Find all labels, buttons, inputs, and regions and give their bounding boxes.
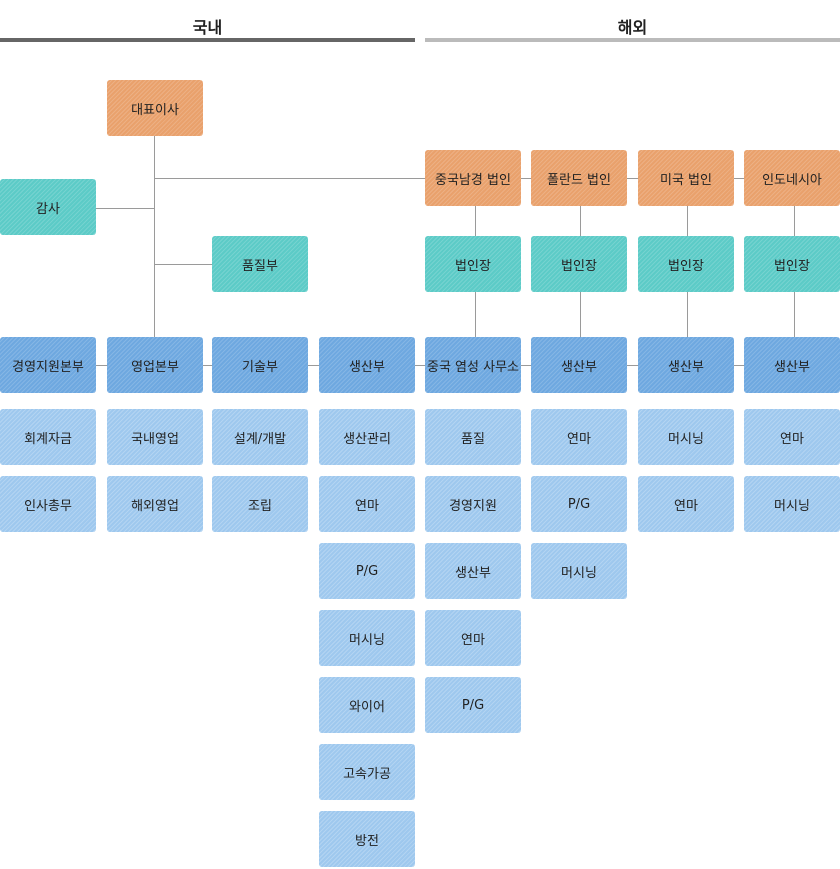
team-box: 연마 [638,476,734,532]
team-box: P/G [425,677,521,733]
team-box: 설계/개발 [212,409,308,465]
team-box: 방전 [319,811,415,867]
team-box: 연마 [319,476,415,532]
team-box: P/G [319,543,415,599]
connector-ceo-overseas [154,178,425,179]
division-box: 생산부 [531,337,627,393]
entity-head-box: 법인장 [744,236,840,292]
division-box: 생산부 [638,337,734,393]
connector-quality [154,264,212,265]
team-box: 생산관리 [319,409,415,465]
team-box: 머시닝 [319,610,415,666]
team-box: 인사총무 [0,476,96,532]
division-box: 경영지원본부 [0,337,96,393]
section-divider-domestic [0,38,415,42]
team-box: 연마 [744,409,840,465]
section-title-domestic: 국내 [192,18,223,37]
ceo-box: 대표이사 [107,80,203,136]
division-box: 생산부 [319,337,415,393]
section-title-overseas: 해외 [617,18,648,37]
connector-division-row [0,365,840,366]
team-box: 조립 [212,476,308,532]
connector-ceo-vertical [154,136,155,337]
audit-box: 감사 [0,179,96,235]
division-box: 생산부 [744,337,840,393]
connector-entity [627,178,638,179]
connector-entity [733,178,744,179]
team-box: 해외영업 [107,476,203,532]
division-box: 중국 염성 사무소 [425,337,521,393]
quality-dept-box: 품질부 [212,236,308,292]
entity-box-indonesia: 인도네시아 [744,150,840,206]
division-box: 영업본부 [107,337,203,393]
team-box: 머시닝 [531,543,627,599]
entity-box-china: 중국남경 법인 [425,150,521,206]
section-divider-overseas [425,38,840,42]
connector-audit [96,208,154,209]
entity-box-poland: 폴란드 법인 [531,150,627,206]
team-box: 품질 [425,409,521,465]
team-box: 경영지원 [425,476,521,532]
team-box: 국내영업 [107,409,203,465]
team-box: 연마 [425,610,521,666]
team-box: 머시닝 [638,409,734,465]
team-box: P/G [531,476,627,532]
entity-head-box: 법인장 [638,236,734,292]
team-box: 고속가공 [319,744,415,800]
team-box: 회계자금 [0,409,96,465]
division-box: 기술부 [212,337,308,393]
entity-box-usa: 미국 법인 [638,150,734,206]
entity-head-box: 법인장 [531,236,627,292]
entity-head-box: 법인장 [425,236,521,292]
team-box: 머시닝 [744,476,840,532]
team-box: 연마 [531,409,627,465]
team-box: 와이어 [319,677,415,733]
team-box: 생산부 [425,543,521,599]
connector-entity [521,178,531,179]
